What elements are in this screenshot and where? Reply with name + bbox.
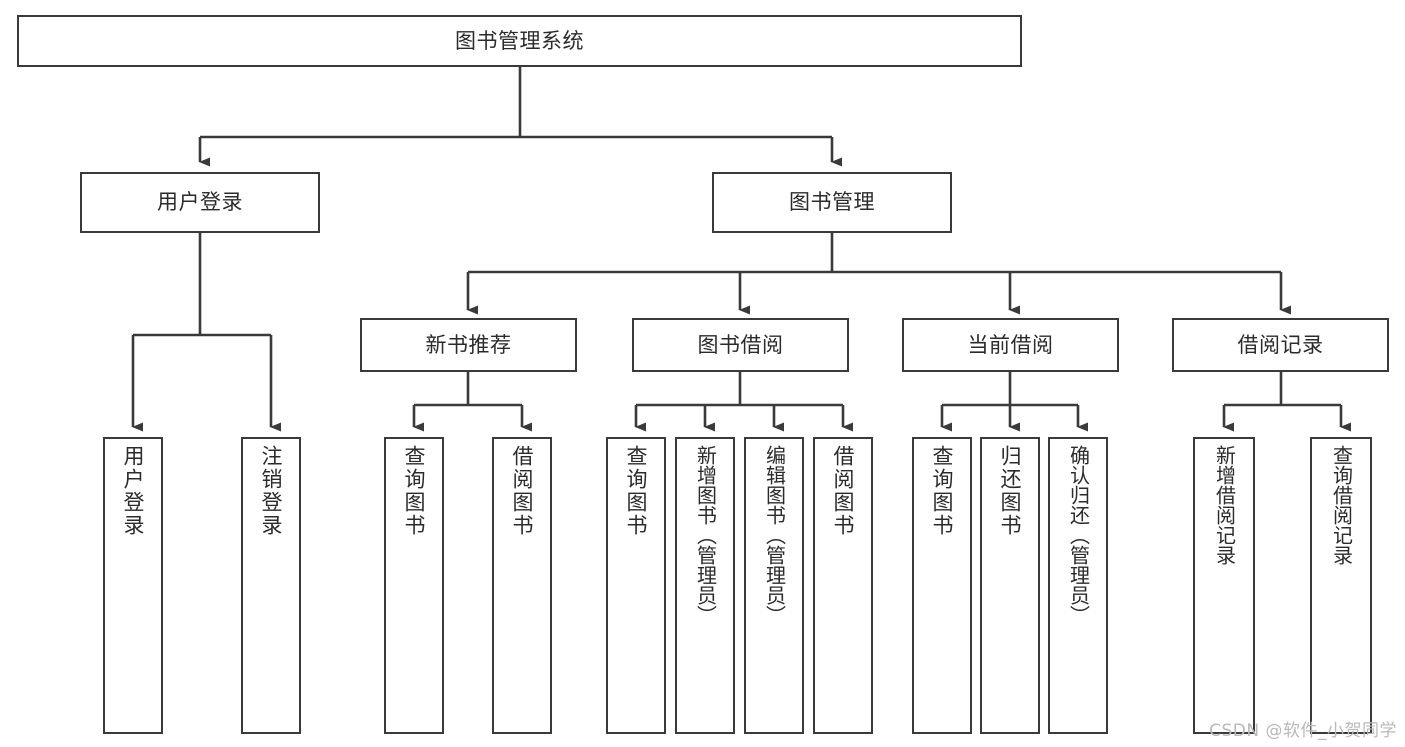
node-leaf-return-book[interactable]: 归还图书 (980, 437, 1040, 734)
node-new-book-rec-label: 新书推荐 (425, 332, 512, 357)
node-new-book-rec[interactable]: 新书推荐 (360, 318, 577, 372)
node-leaf-user-login[interactable]: 用户登录 (103, 437, 163, 734)
node-user-login[interactable]: 用户登录 (80, 172, 320, 233)
node-leaf-query-book-2-label: 查询图书 (624, 445, 649, 537)
node-leaf-logout-label: 注销登录 (259, 445, 284, 537)
node-leaf-query-book-3-label: 查询图书 (930, 445, 955, 537)
node-borrow-record[interactable]: 借阅记录 (1172, 318, 1389, 372)
node-current-borrow[interactable]: 当前借阅 (902, 318, 1119, 372)
node-leaf-edit-book-label: 编辑图书（管理员） (762, 445, 787, 625)
node-book-manage-label: 图书管理 (789, 190, 875, 214)
node-leaf-query-book-2[interactable]: 查询图书 (606, 437, 666, 734)
node-book-manage[interactable]: 图书管理 (712, 172, 952, 233)
node-leaf-borrow-book-2[interactable]: 借阅图书 (813, 437, 873, 734)
node-leaf-edit-book[interactable]: 编辑图书（管理员） (744, 437, 804, 734)
node-leaf-add-record[interactable]: 新增借阅记录 (1193, 437, 1255, 734)
node-leaf-borrow-book-1-label: 借阅图书 (510, 445, 535, 537)
node-book-borrow[interactable]: 图书借阅 (632, 318, 849, 372)
node-root[interactable]: 图书管理系统 (17, 15, 1022, 67)
node-leaf-query-book-3[interactable]: 查询图书 (912, 437, 972, 734)
node-leaf-query-book-1-label: 查询图书 (402, 445, 427, 537)
watermark-text: CSDN @软件_小贺同学 (1209, 721, 1397, 741)
node-leaf-confirm-return[interactable]: 确认归还（管理员） (1048, 437, 1108, 734)
node-leaf-add-book-label: 新增图书（管理员） (693, 445, 718, 625)
node-leaf-return-book-label: 归还图书 (998, 445, 1023, 537)
node-leaf-borrow-book-2-label: 借阅图书 (831, 445, 856, 537)
node-leaf-confirm-return-label: 确认归还（管理员） (1066, 445, 1091, 625)
node-user-login-label: 用户登录 (157, 190, 243, 214)
node-leaf-add-record-label: 新增借阅记录 (1212, 445, 1237, 565)
node-current-borrow-label: 当前借阅 (967, 332, 1054, 357)
node-leaf-borrow-book-1[interactable]: 借阅图书 (492, 437, 552, 734)
node-root-label: 图书管理系统 (455, 28, 584, 53)
node-leaf-logout[interactable]: 注销登录 (241, 437, 301, 734)
node-leaf-query-record[interactable]: 查询借阅记录 (1310, 437, 1372, 734)
node-leaf-query-record-label: 查询借阅记录 (1329, 445, 1354, 565)
node-borrow-record-label: 借阅记录 (1237, 332, 1324, 357)
node-leaf-query-book-1[interactable]: 查询图书 (384, 437, 444, 734)
node-leaf-add-book[interactable]: 新增图书（管理员） (675, 437, 735, 734)
node-leaf-user-login-label: 用户登录 (121, 445, 146, 537)
node-book-borrow-label: 图书借阅 (697, 332, 784, 357)
